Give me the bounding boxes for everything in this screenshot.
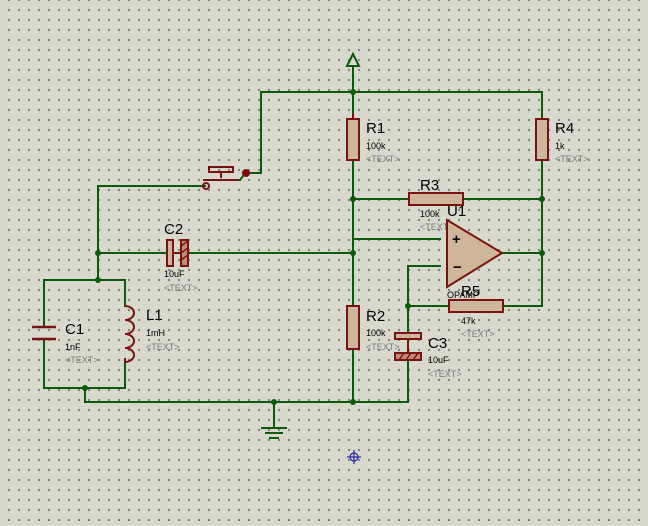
r2-value: 100k [366, 328, 386, 338]
u1-minus-pin-label: − [453, 259, 462, 276]
c2-ref: C2 [164, 221, 183, 238]
inductor-l1[interactable]: L1 1mH <TEXT> [124, 305, 180, 363]
resistor-r3[interactable]: R3 100k <TEXT> [408, 177, 464, 232]
u1-value: OPAMP [447, 290, 479, 300]
c3-ref: C3 [428, 335, 447, 352]
r5-ref: R5 [461, 283, 480, 300]
l1-text-placeholder: <TEXT> [146, 342, 180, 352]
c3-text-placeholder: <TEXT> [428, 369, 462, 379]
r4-value: 1k [555, 141, 565, 151]
r5-text-placeholder: <TEXT> [461, 329, 495, 339]
capacitor-c1[interactable]: C1 1nF <TEXT> [32, 321, 99, 365]
resistor-r5[interactable]: R5 47k <TEXT> [448, 283, 504, 339]
capacitor-c2[interactable]: C2 10uF <TEXT> [164, 221, 198, 293]
r1-ref: R1 [366, 120, 385, 137]
c3-value: 10uF [428, 355, 449, 365]
r3-value: 100k [420, 209, 440, 219]
resistor-r1[interactable]: R1 100k <TEXT> [346, 113, 400, 164]
r4-ref: R4 [555, 120, 574, 137]
junctions [82, 89, 545, 405]
l1-ref: L1 [146, 307, 163, 324]
u1-plus-pin-label: + [452, 231, 461, 248]
l1-value: 1mH [146, 328, 165, 338]
capacitor-c3[interactable]: C3 10uF <TEXT> [394, 332, 462, 379]
c1-value: 1nF [65, 342, 81, 352]
r3-ref: R3 [420, 177, 439, 194]
opamp-u1[interactable]: + − U1 OPAMP [446, 203, 504, 300]
r2-ref: R2 [366, 308, 385, 325]
cursor-crosshair-icon [347, 450, 361, 464]
c2-value: 10uF [164, 269, 185, 279]
r1-value: 100k [366, 141, 386, 151]
c2-text-placeholder: <TEXT> [164, 283, 198, 293]
r1-text-placeholder: <TEXT> [366, 154, 400, 164]
power-terminal-icon[interactable] [345, 51, 361, 67]
wires [43, 65, 543, 428]
c1-text-placeholder: <TEXT> [65, 355, 99, 365]
push-button-switch-icon[interactable] [202, 166, 250, 190]
resistor-r4[interactable]: R4 1k <TEXT> [535, 118, 589, 164]
resistor-r2[interactable]: R2 100k <TEXT> [346, 305, 400, 352]
r3-text-placeholder: <TEXT> [420, 222, 454, 232]
r2-text-placeholder: <TEXT> [366, 342, 400, 352]
r4-text-placeholder: <TEXT> [555, 154, 589, 164]
r5-value: 47k [461, 316, 476, 326]
ground-terminal-icon[interactable] [261, 427, 287, 439]
c1-ref: C1 [65, 321, 84, 338]
u1-ref: U1 [447, 203, 466, 220]
